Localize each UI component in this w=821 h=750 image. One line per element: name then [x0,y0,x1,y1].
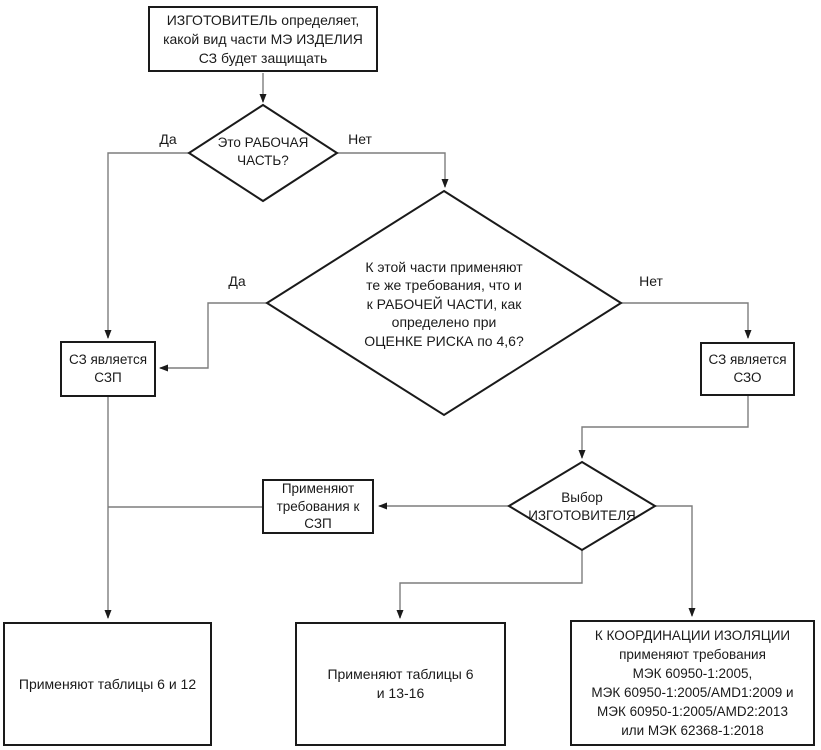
node-sz-is-szo: СЗ является СЗО [700,342,795,396]
node-insulation-coordination: К КООРДИНАЦИИ ИЗОЛЯЦИИ применяют требова… [570,620,815,746]
decision-is-working-part-label: Это РАБОЧАЯ ЧАСТЬ? [217,135,309,168]
decision-manufacturer-choice-label: Выбор ИЗГОТОВИТЕЛЯ [528,490,636,523]
edge-label-same-req-yes: Да [228,273,246,289]
node-apply-tables-6-13-16: Применяют таблицы 6 и 13-16 [295,622,506,746]
node-apply-szp-requirements: Применяют требования к СЗП [262,479,374,534]
connector-choice-to-tables-6-13-16 [396,550,583,619]
connector-decision1-no-to-decision2 [337,152,449,188]
connector-decision2-yes-to-szp [159,302,268,372]
edge-label-working-part-yes: Да [159,131,177,147]
node-apply-tables-6-12: Применяют таблицы 6 и 12 [3,622,212,746]
decision-same-requirements-shape [265,189,623,417]
connector-szo-to-choice [578,396,749,459]
decision-is-working-part-shape [187,103,339,203]
decision-same-requirements-label: К этой части применяют те же требования,… [364,258,524,349]
connector-choice-to-insulation [655,505,696,617]
connector-decision1-yes-to-szp [104,152,190,339]
edge-label-working-part-no: Нет [348,131,372,147]
decision-manufacturer-choice-shape [507,460,657,552]
node-sz-is-szp: СЗ является СЗП [60,341,156,397]
node-start: ИЗГОТОВИТЕЛЬ определяет, какой вид части… [148,6,378,72]
connector-decision2-no-to-szo [621,302,752,339]
edge-label-same-req-no: Нет [639,273,663,289]
